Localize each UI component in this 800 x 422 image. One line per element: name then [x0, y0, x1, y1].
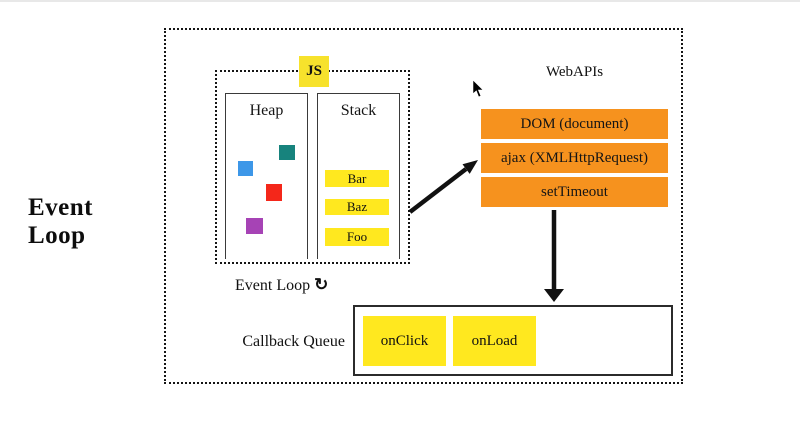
browser-environment-container — [164, 28, 683, 384]
queue-item-onclick: onClick — [363, 316, 446, 366]
stack-frame: Foo — [325, 228, 389, 246]
webapi-item-settimeout: setTimeout — [481, 177, 668, 207]
stack-label: Stack — [340, 102, 377, 119]
heap-object-red-square — [266, 184, 282, 201]
event-loop-caption: Event Loop ↻ — [235, 275, 355, 295]
stack-to-webapis-arrow — [408, 160, 478, 214]
heap-label: Heap — [249, 102, 284, 119]
queue-item-onload: onLoad — [453, 316, 536, 366]
event-loop-caption-text: Event Loop — [235, 277, 311, 294]
js-badge: JS — [299, 56, 329, 87]
webapi-item-dom: DOM (document) — [481, 109, 668, 139]
window-top-border — [0, 0, 800, 2]
webapi-item-ajax: ajax (XMLHttpRequest) — [481, 143, 668, 173]
webapis-to-queue-arrow — [544, 210, 564, 302]
stack-frame: Baz — [325, 199, 389, 215]
heap-object-teal-square — [279, 145, 295, 160]
mouse-pointer-icon — [472, 79, 485, 98]
clockwise-loop-icon: ↻ — [314, 275, 329, 294]
heap-object-blue-square — [238, 161, 253, 176]
heap-box: Heap — [225, 93, 308, 259]
page-title: Event Loop — [28, 194, 93, 249]
webapis-label: WebAPIs — [545, 64, 604, 80]
heap-object-purple-square — [246, 218, 263, 234]
callback-queue-label: Callback Queue — [242, 333, 345, 350]
stack-frame: Bar — [325, 170, 389, 187]
